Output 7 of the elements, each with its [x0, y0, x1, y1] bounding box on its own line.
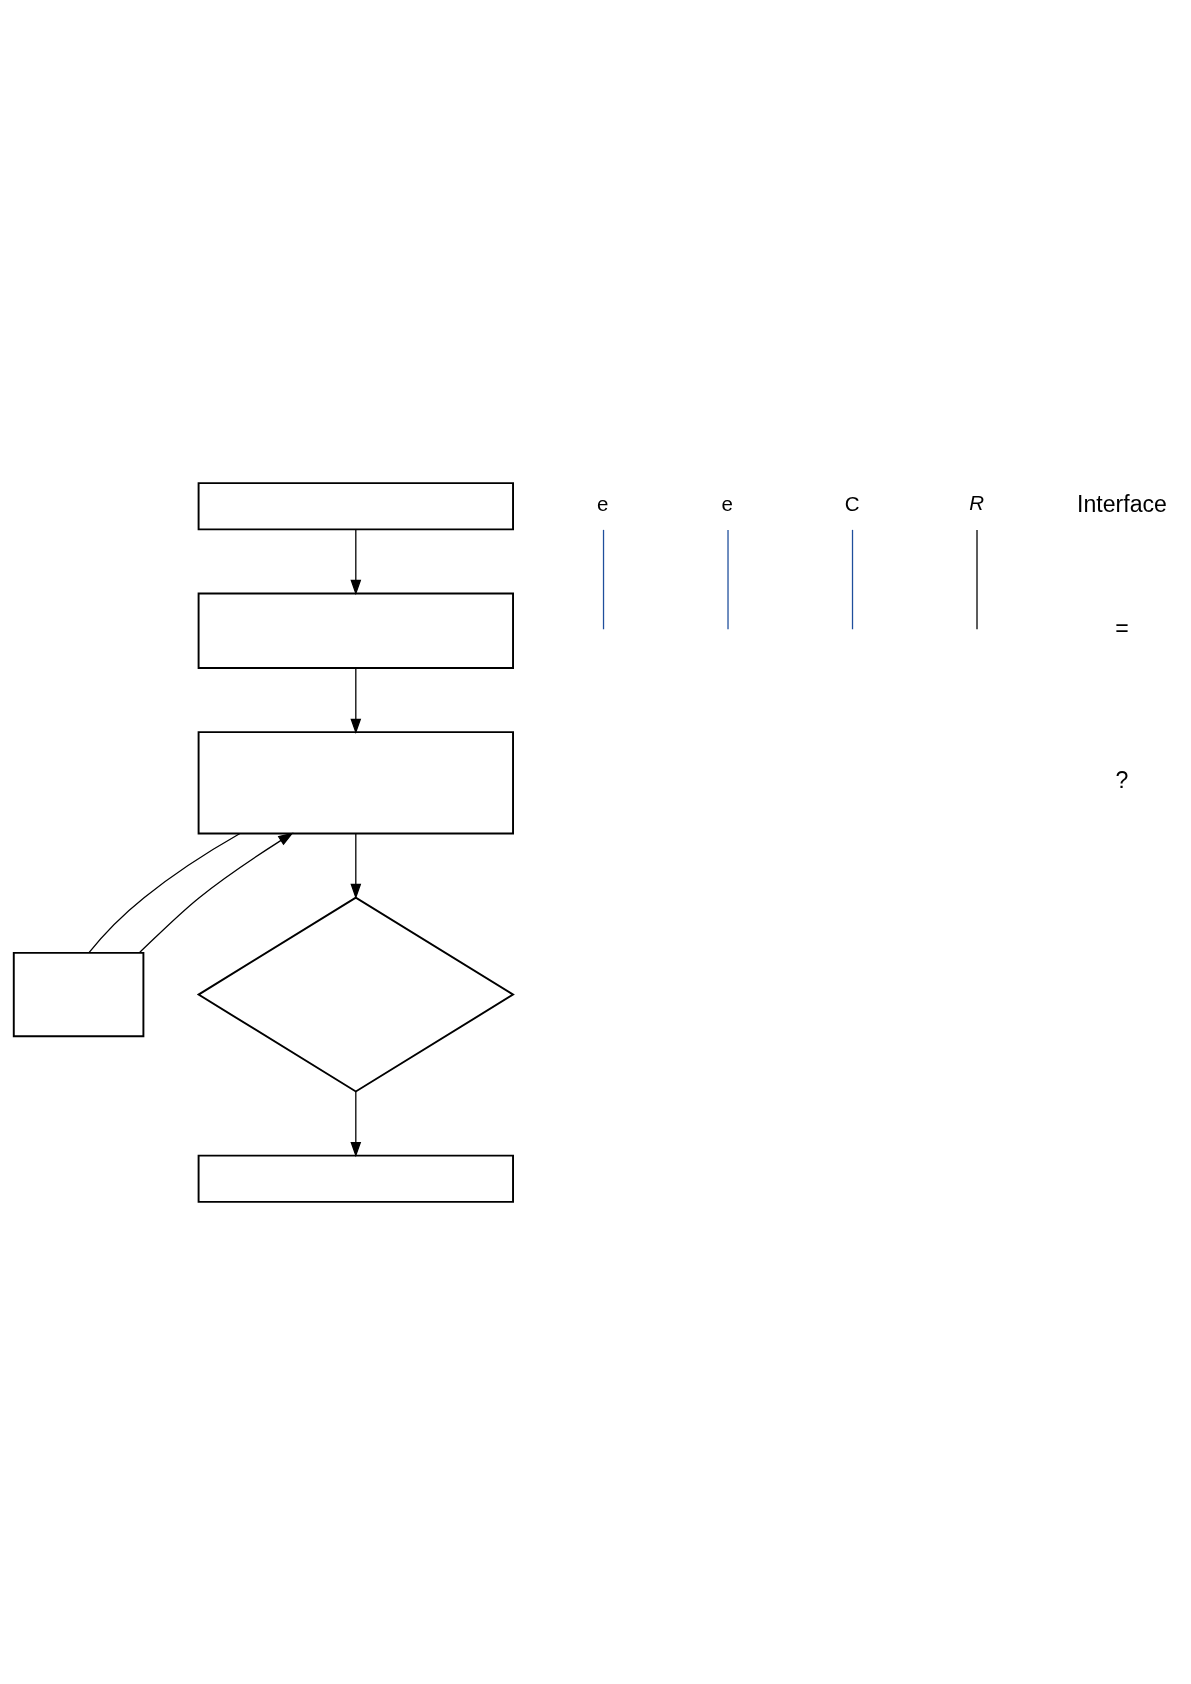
- label: Interface: [1077, 490, 1167, 517]
- node-text: e: [721, 491, 734, 515]
- node-text: e: [597, 491, 609, 515]
- node-text: R: [969, 490, 985, 514]
- label: =: [1115, 614, 1129, 641]
- label: ?: [1115, 766, 1129, 793]
- node-text: C: [844, 491, 860, 515]
